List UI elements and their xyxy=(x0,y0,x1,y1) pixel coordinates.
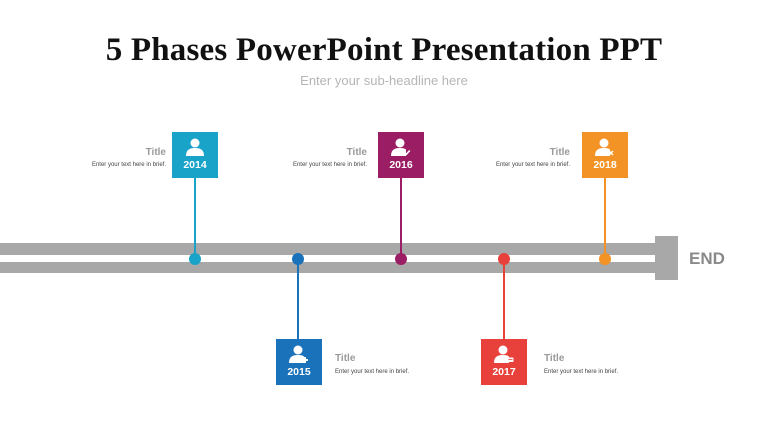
phase-marker-dot xyxy=(292,253,304,265)
phase-connector xyxy=(194,178,196,256)
phase-year-box: 2018 xyxy=(582,132,628,178)
phase-title: Title xyxy=(346,147,367,158)
phase-year-box: 2017 xyxy=(481,339,527,385)
user-check-icon xyxy=(391,138,411,156)
page-title: 5 Phases PowerPoint Presentation PPT xyxy=(105,32,663,68)
phase-title: Title xyxy=(544,353,565,364)
phase-description: Enter your text here in brief. xyxy=(292,162,367,168)
timeline-end-cap xyxy=(655,236,678,280)
phase-connector xyxy=(297,262,299,339)
user-icon xyxy=(186,138,204,156)
phase-title: Title xyxy=(335,353,356,364)
user-remove-icon xyxy=(595,138,614,156)
timeline-bar-top xyxy=(0,243,660,255)
phase-description: Enter your text here in brief. xyxy=(544,369,619,375)
timeline-bar-bottom xyxy=(0,262,660,273)
phase-year-box: 2015 xyxy=(276,339,322,385)
phase-year: 2016 xyxy=(389,159,413,171)
phase-connector xyxy=(400,178,402,256)
phase-connector xyxy=(503,262,505,339)
page-subtitle: Enter your sub-headline here xyxy=(300,73,468,88)
phase-year: 2018 xyxy=(593,159,617,171)
phase-year: 2014 xyxy=(183,159,207,171)
phase-year-box: 2014 xyxy=(172,132,218,178)
phase-description: Enter your text here in brief. xyxy=(335,369,410,375)
phase-year: 2015 xyxy=(287,366,311,378)
phase-title: Title xyxy=(145,147,166,158)
phase-title: Title xyxy=(549,147,570,158)
phase-marker-dot xyxy=(189,253,201,265)
phase-marker-dot xyxy=(395,253,407,265)
user-add-icon xyxy=(289,345,308,363)
phase-year-box: 2016 xyxy=(378,132,424,178)
phase-description: Enter your text here in brief. xyxy=(495,162,570,168)
user-card-icon xyxy=(494,345,514,363)
phase-description: Enter your text here in brief. xyxy=(91,162,166,168)
phase-year: 2017 xyxy=(492,366,516,378)
phase-marker-dot xyxy=(498,253,510,265)
phase-marker-dot xyxy=(599,253,611,265)
phase-connector xyxy=(604,178,606,256)
timeline-end-label: END xyxy=(689,249,725,268)
